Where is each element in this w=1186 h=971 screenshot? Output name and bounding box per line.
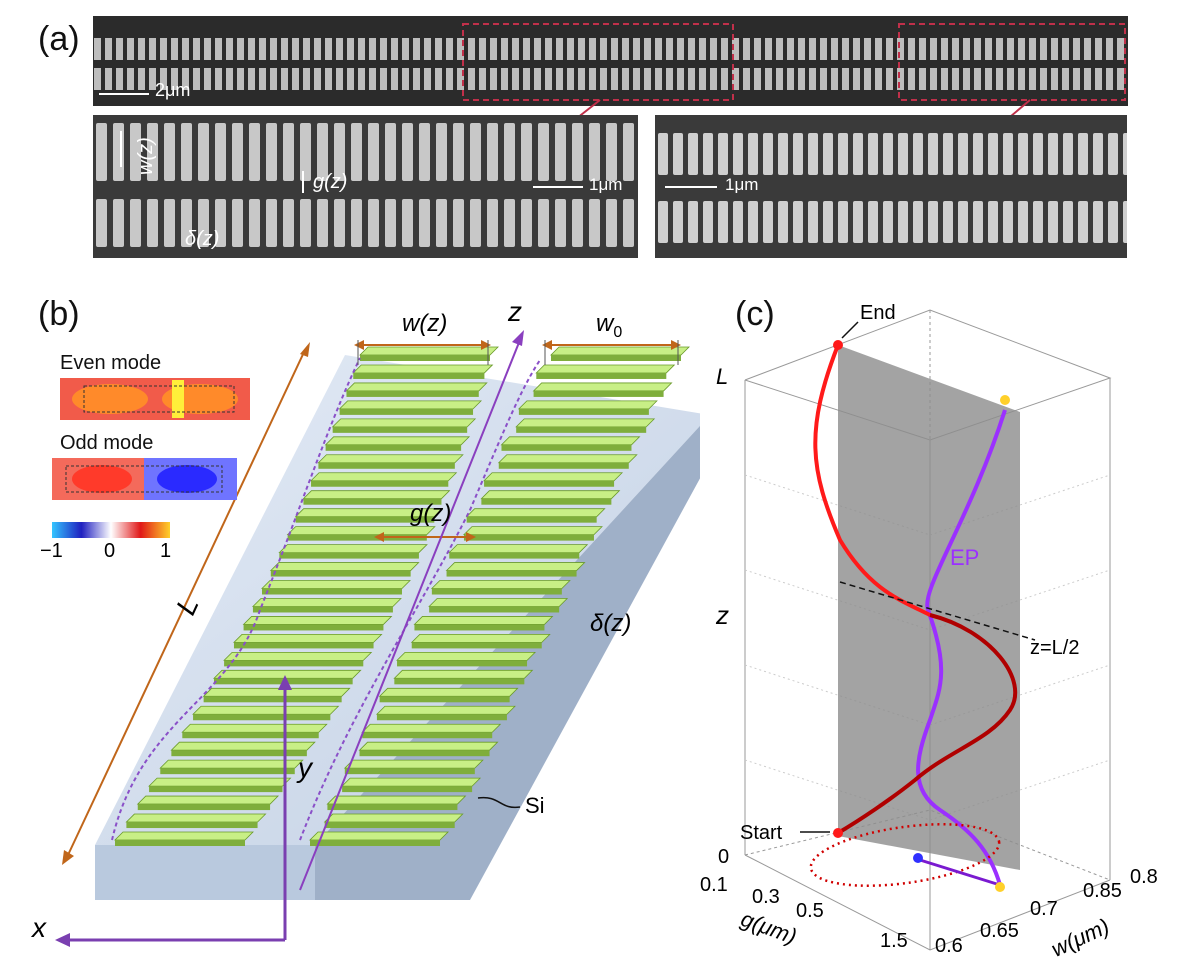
colorbar-tick-min: −1 bbox=[40, 540, 63, 562]
label-si: Si bbox=[525, 793, 545, 818]
w-tick-4: 0.85 bbox=[1083, 880, 1122, 902]
panel-b-label: (b) bbox=[38, 295, 80, 333]
label-delta-sem: δ(z) bbox=[185, 228, 220, 250]
label-x-axis: x bbox=[32, 912, 46, 943]
w-tick-1: 0.6 bbox=[935, 935, 963, 957]
label-wz-sem: w(z) bbox=[135, 137, 157, 175]
label-wz: w(z) bbox=[402, 310, 448, 337]
panel-c-label: (c) bbox=[735, 295, 775, 333]
g-tick-1: 0.1 bbox=[700, 874, 728, 896]
sem-image-overview: 2μm bbox=[93, 16, 1128, 106]
even-mode-field bbox=[60, 378, 250, 420]
odd-mode-field bbox=[52, 458, 237, 500]
even-mode-label: Even mode bbox=[60, 352, 162, 374]
odd-mode-label: Odd mode bbox=[60, 432, 154, 454]
scale-bar-left: 1μm bbox=[589, 175, 623, 194]
sem-zoom-left-graphic bbox=[93, 115, 638, 258]
sem-image-zoom-left: w(z) g(z) δ(z) 1μm bbox=[93, 115, 638, 258]
label-half-length: z=L/2 bbox=[1030, 637, 1080, 659]
label-start: Start bbox=[740, 822, 783, 844]
ep-trajectory-plot bbox=[744, 309, 1112, 951]
g-tick-3: 0.5 bbox=[796, 900, 824, 922]
sem-image-zoom-right: 1μm bbox=[655, 115, 1127, 258]
tick-zero: 0 bbox=[718, 846, 730, 868]
sem-overview-graphic bbox=[93, 16, 1128, 106]
colorbar bbox=[52, 522, 170, 538]
g-tick-4: 1.5 bbox=[880, 930, 908, 952]
g-tick-2: 0.3 bbox=[752, 886, 780, 908]
right-grating-bars bbox=[309, 346, 690, 846]
label-z-axis-c: z bbox=[716, 600, 729, 630]
tick-L: L bbox=[716, 364, 729, 389]
w-tick-2: 0.65 bbox=[980, 920, 1019, 942]
sem-zoom-right-graphic bbox=[655, 115, 1127, 258]
scale-bar-right: 1μm bbox=[725, 175, 759, 194]
w-tick-3: 0.7 bbox=[1030, 898, 1058, 920]
label-sio2: SiO2 bbox=[346, 900, 391, 929]
label-gz: g(z) bbox=[410, 500, 452, 527]
colorbar-tick-max: 1 bbox=[160, 540, 172, 562]
scale-bar-top: 2μm bbox=[155, 80, 191, 100]
label-ep: EP bbox=[950, 545, 980, 570]
panel-a-label: (a) bbox=[38, 20, 80, 58]
label-z-axis: z bbox=[508, 296, 522, 327]
label-gz-sem: g(z) bbox=[313, 171, 348, 193]
left-grating-bars bbox=[114, 346, 499, 846]
label-w0: w0 bbox=[596, 310, 623, 341]
label-end: End bbox=[860, 302, 896, 324]
device-schematic bbox=[55, 330, 700, 947]
w-tick-5: 0.8 bbox=[1130, 866, 1158, 888]
colorbar-tick-mid: 0 bbox=[104, 540, 116, 562]
label-delta: δ(z) bbox=[590, 610, 632, 637]
label-y-axis: y bbox=[298, 752, 312, 783]
